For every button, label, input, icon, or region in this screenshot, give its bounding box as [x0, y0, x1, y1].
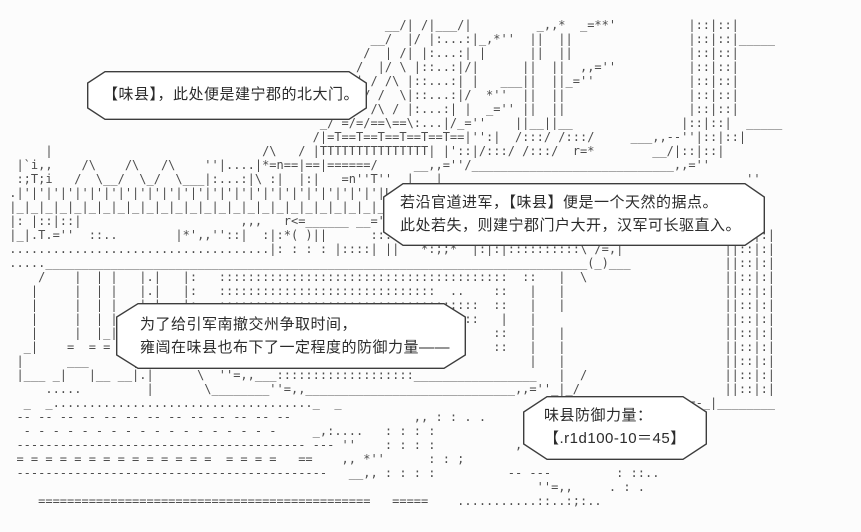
bubble-text-line: 此处若失，则建宁郡门户大开，汉军可长驱直入。: [400, 216, 742, 234]
bubble-text-line: 【味县】，此处便是建宁郡的北大门。: [103, 86, 360, 103]
bubble-text-line: 为了给引军南撤交州争取时间，: [140, 316, 358, 333]
bubble-text-line: 若沿官道进军，【味县】便是一个天然的据点。: [400, 194, 719, 211]
bubble-text-line: 雍闿在味县也布下了一定程度的防御力量——: [140, 338, 451, 356]
speech-bubble-weixian-intro: 【味县】，此处便是建宁郡的北大门。: [87, 71, 367, 120]
bubble-octagon-border: [87, 71, 367, 120]
bubble-octagon-border: [116, 303, 466, 369]
dice-roll-result: 【.r1d100-10＝45】: [544, 429, 686, 447]
speech-bubble-defense-plan: 为了给引军南撤交州争取时间， 雍闿在味县也布下了一定程度的防御力量——: [116, 303, 466, 369]
bubble-octagon-border: [383, 183, 765, 246]
speech-bubble-strategy: 若沿官道进军，【味县】便是一个天然的据点。 此处若失，则建宁郡门户大开，汉军可长…: [383, 183, 765, 246]
speech-bubble-dice-roll: 味县防御力量： 【.r1d100-10＝45】: [523, 396, 707, 460]
bubble-octagon-border: [523, 396, 707, 460]
bubble-text-line: 味县防御力量：: [544, 407, 653, 424]
